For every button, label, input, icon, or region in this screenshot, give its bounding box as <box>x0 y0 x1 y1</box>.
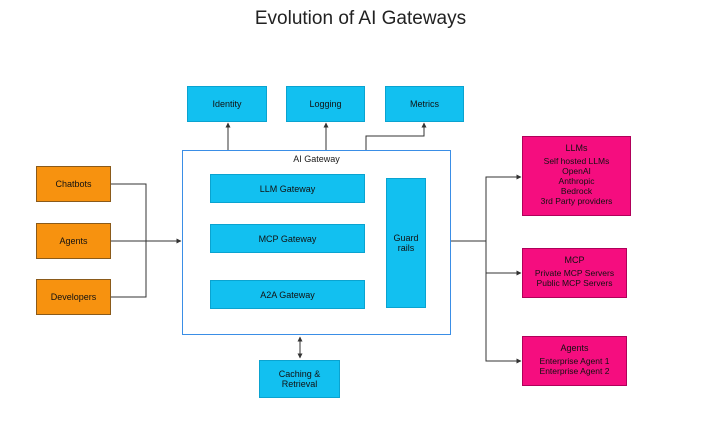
agents-dest-box: Agents Enterprise Agent 1 Enterprise Age… <box>522 336 627 386</box>
mcp-box: MCP Private MCP Servers Public MCP Serve… <box>522 248 627 298</box>
mcp-connector <box>485 241 522 276</box>
metrics-box: Metrics <box>385 86 464 122</box>
developers-connector <box>110 242 147 298</box>
caching-label-line2: Retrieval <box>281 379 318 389</box>
llms-item: Self hosted LLMs <box>543 156 610 166</box>
logging-box: Logging <box>286 86 365 122</box>
ai-gateway-label: AI Gateway <box>293 154 340 164</box>
llms-box: LLMs Self hosted LLMs OpenAI Anthropic B… <box>522 136 631 216</box>
agents-box: Agents <box>36 223 111 259</box>
mcp-gateway-box: MCP Gateway <box>210 224 365 253</box>
llms-item: Anthropic <box>558 176 595 186</box>
caching-label-line1: Caching & <box>278 369 321 379</box>
agents-dest-title: Agents <box>560 343 589 353</box>
caching-retrieval-box: Caching & Retrieval <box>259 360 340 398</box>
agents-dest-item: Enterprise Agent 1 <box>539 356 610 366</box>
llm-gateway-box: LLM Gateway <box>210 174 365 203</box>
mcp-title: MCP <box>564 255 585 265</box>
chatbots-connector <box>110 183 147 242</box>
guardrails-label-line2: rails <box>397 243 415 253</box>
guardrails-box: Guard rails <box>386 178 426 308</box>
mcp-item: Public MCP Servers <box>536 278 613 288</box>
chatbots-box: Chatbots <box>36 166 111 202</box>
identity-box: Identity <box>187 86 267 122</box>
llms-item: 3rd Party providers <box>540 196 613 206</box>
llms-item: Bedrock <box>560 186 593 196</box>
guardrails-label-line1: Guard <box>393 233 419 243</box>
llms-title: LLMs <box>565 143 588 153</box>
agents-dest-connector <box>485 273 522 364</box>
metrics-connector <box>365 122 427 150</box>
a2a-gateway-box: A2A Gateway <box>210 280 365 309</box>
llms-connector <box>451 174 522 242</box>
llms-item: OpenAI <box>562 166 591 176</box>
developers-box: Developers <box>36 279 111 315</box>
diagram-title: Evolution of AI Gateways <box>254 8 467 29</box>
agents-dest-item: Enterprise Agent 2 <box>539 366 610 376</box>
mcp-item: Private MCP Servers <box>534 268 615 278</box>
